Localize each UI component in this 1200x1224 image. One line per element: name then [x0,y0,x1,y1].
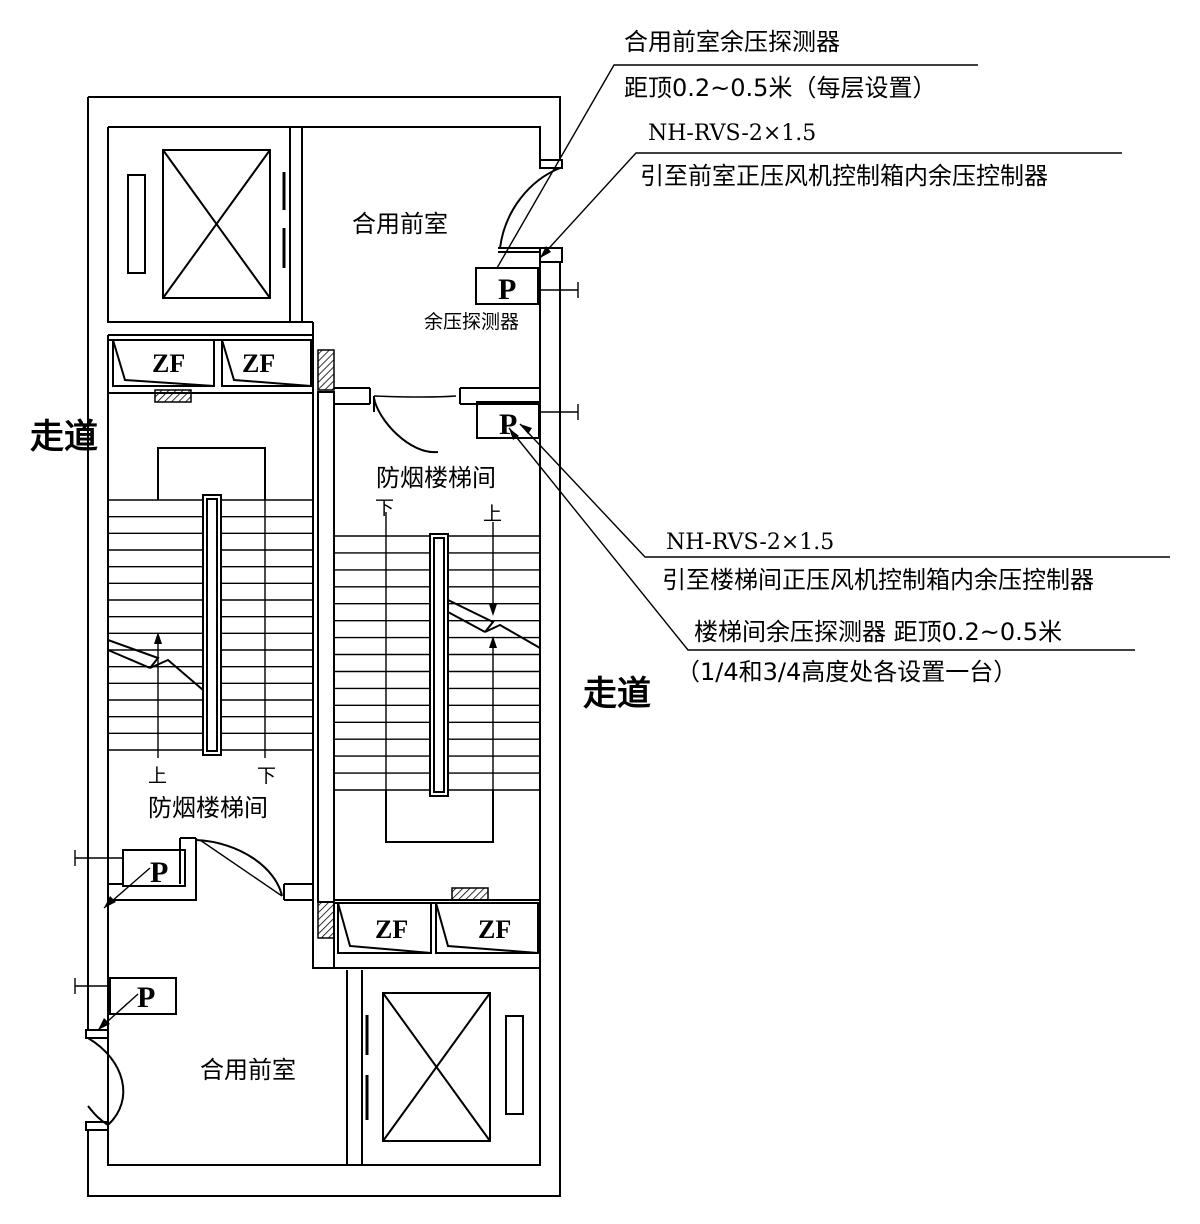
p-symbol-4: P [137,981,155,1014]
anteroom-label-bottom: 合用前室 [200,1056,296,1084]
zf-label-2: ZF [242,349,275,378]
p-symbol-2: P [499,408,517,441]
zf-label-3: ZF [375,915,408,944]
callout-texts: 合用前室余压探测器 距顶0.2~0.5米（每层设置） NH-RVS-2×1.5 … [624,28,1094,686]
stairwell-label-right: 防烟楼梯间 [376,464,496,492]
stair-detector-note: （1/4和3/4高度处各设置一台） [676,658,1017,686]
elevator-top [127,127,303,322]
stair-detector-title: 楼梯间余压探测器 距顶0.2~0.5米 [694,618,1062,646]
stair-cable-note: 引至楼梯间正压风机控制箱内余压控制器 [662,566,1094,594]
stair-cable-spec: NH-RVS-2×1.5 [666,530,834,555]
stair-right [334,512,541,843]
zf-label-1: ZF [152,349,185,378]
corridor-label-left: 走道 [30,417,98,457]
anteroom-detector-title: 合用前室余压探测器 [624,28,840,56]
zf-label-4: ZF [478,915,511,944]
corridor-label-right: 走道 [583,674,651,714]
leader-lines [496,64,1170,651]
p-symbol-3: P [150,856,168,889]
anteroom-label-top: 合用前室 [352,210,448,238]
pressure-detector-stair-right [476,401,579,439]
anteroom-detector-note: 距顶0.2~0.5米（每层设置） [624,74,936,102]
zf-dampers-lower [317,887,541,955]
stair-left-down-label: 下 [257,765,276,787]
elevator-bottom [346,970,524,1165]
anteroom-cable-note: 引至前室正压风机控制箱内余压控制器 [640,162,1048,190]
stair-left [107,447,313,758]
entrance-door-bottom [85,1029,125,1131]
p-symbol-1: P [498,273,516,306]
pressure-detector-stair-left [74,849,186,909]
stair-left-up-label: 上 [148,765,167,787]
pressure-detector-anteroom-bottom [74,977,177,1031]
stair-left-walls [108,837,313,901]
plan-labels: 走道 走道 合用前室 合用前室 防烟楼梯间 防烟楼梯间 余压探测器 下 上 上 … [30,210,651,1084]
stair-right-down-label: 下 [375,497,394,519]
stair-right-up-label: 上 [483,503,502,525]
central-wall [107,322,540,1030]
detector-short-label: 余压探测器 [424,311,519,333]
stairwell-label-left: 防烟楼梯间 [148,794,268,822]
zf-dampers-upper [107,339,335,403]
anteroom-cable-spec: NH-RVS-2×1.5 [648,121,816,146]
pressure-detector-anteroom-top [475,267,579,305]
stair-right-walls [334,387,540,454]
outer-walls [87,96,561,1197]
